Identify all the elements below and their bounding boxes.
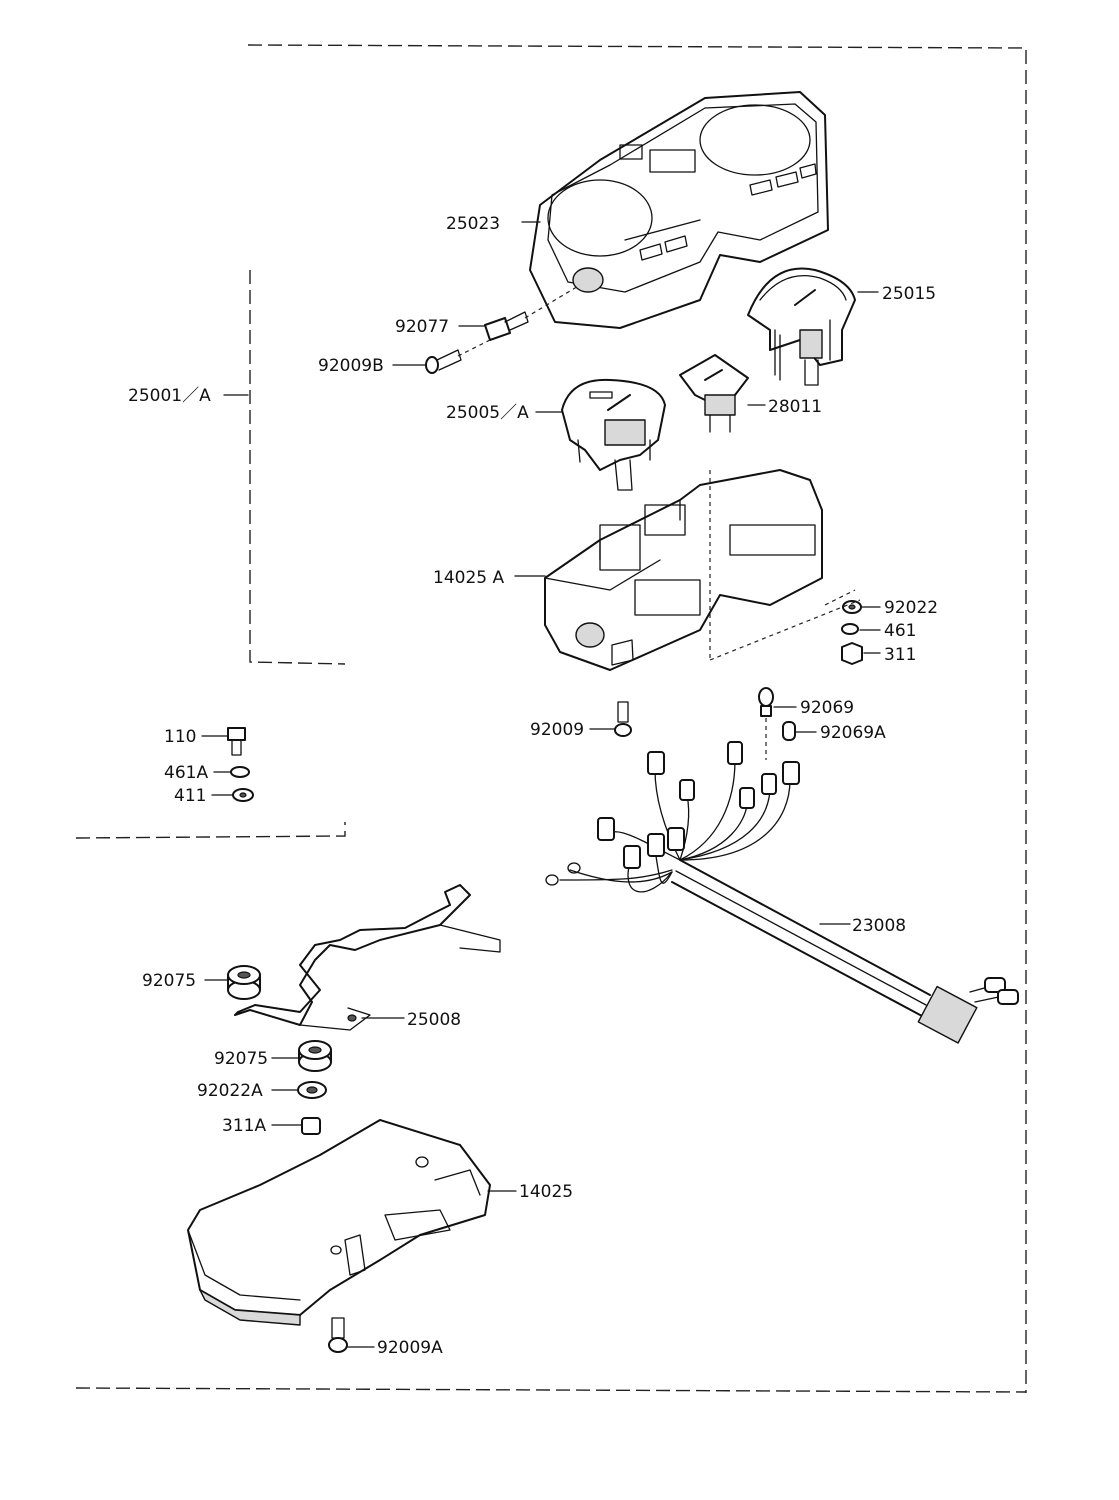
label-25008: 25008 [407, 1010, 461, 1030]
label-14025: 14025 [519, 1182, 573, 1202]
leader-lines [201, 221, 881, 1348]
label-92009: 92009 [530, 720, 584, 740]
washer-461A [230, 766, 250, 778]
nut-311A [301, 1117, 321, 1135]
bulb-92069A [782, 721, 796, 741]
label-92075-lower: 92075 [214, 1049, 268, 1069]
screw-92077 [484, 311, 529, 341]
grommet-92075-upper [227, 965, 261, 1000]
gauge-25005A [561, 378, 666, 491]
label-92069A: 92069A [820, 723, 886, 743]
label-25005A: 25005／A [446, 403, 529, 423]
bolt-110 [227, 727, 246, 756]
label-92075-upper: 92075 [142, 971, 196, 991]
label-14025A: 14025 A [433, 568, 504, 588]
label-461A: 461A [164, 763, 208, 783]
meter-cover-25023 [529, 91, 829, 329]
label-23008: 23008 [852, 916, 906, 936]
label-110: 110 [164, 727, 196, 747]
label-311A: 311A [222, 1116, 266, 1136]
label-411: 411 [174, 786, 206, 806]
label-25001A: 25001／A [128, 386, 211, 406]
part-labels: 25023 25015 92077 92009B 25001／A 25005／A… [128, 214, 938, 1358]
washer-92022 [842, 600, 862, 614]
screw-92009A [328, 1317, 348, 1353]
screw-92009 [614, 701, 632, 737]
wiring-harness-23008 [545, 741, 1019, 1044]
nut-311 [841, 642, 863, 665]
label-92022A: 92022A [197, 1081, 263, 1101]
label-92069: 92069 [800, 698, 854, 718]
label-92009B: 92009B [318, 356, 384, 376]
label-311: 311 [884, 645, 916, 665]
washer-411 [232, 788, 254, 802]
bulb-92069 [758, 687, 774, 717]
screw-92009B [425, 349, 462, 374]
label-28011: 28011 [768, 397, 822, 417]
bracket-25008 [234, 884, 501, 1031]
label-92022: 92022 [884, 598, 938, 618]
meter-case-14025A [544, 469, 823, 671]
label-461: 461 [884, 621, 916, 641]
label-25023: 25023 [446, 214, 500, 234]
label-92009A: 92009A [377, 1338, 443, 1358]
label-92077: 92077 [395, 317, 449, 337]
lower-cover-14025 [187, 1119, 491, 1326]
label-25015: 25015 [882, 284, 936, 304]
gauge-25015 [747, 267, 856, 386]
grommet-92075-lower [298, 1040, 332, 1072]
lock-washer-461 [841, 623, 859, 635]
washer-92022A [297, 1081, 327, 1099]
gauge-28011 [679, 354, 749, 433]
page-frame [75, 44, 1027, 1393]
